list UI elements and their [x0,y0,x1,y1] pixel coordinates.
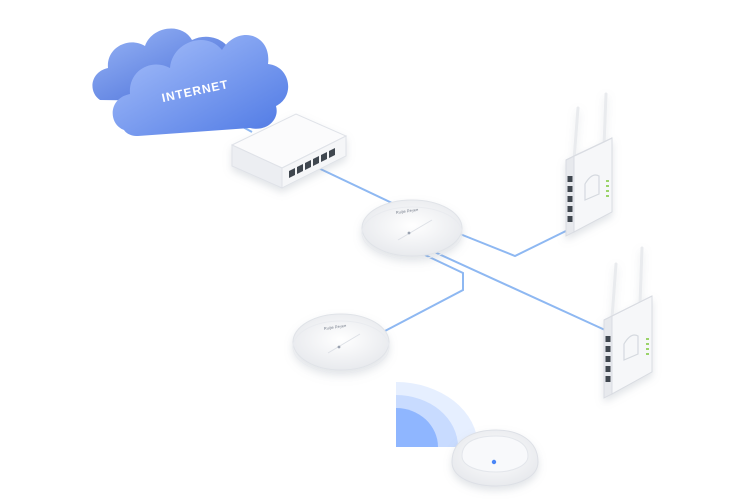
router-ports [605,336,611,382]
ceiling-access-point-icon [451,429,539,487]
antenna [638,246,644,306]
router-top-face [565,137,613,161]
router-led [606,185,609,187]
router-port [567,186,573,192]
access-point-led [337,345,341,349]
router-port [605,336,611,342]
wireless-router-icon [565,92,613,237]
cable-ap-large-to-ap-left [382,254,464,333]
access-point-brand: Ruijie Reyee [323,323,347,331]
cloud-icon: INTERNET [92,28,289,136]
cable-ap-large-to-router-top [454,227,573,258]
router-port [605,366,611,372]
switch-port [297,164,303,174]
access-point-seam [397,219,433,241]
switch-port [329,148,335,158]
network-switch-icon [230,113,348,189]
router-port [567,176,573,182]
router-led [646,338,649,340]
switch-ports [289,148,335,178]
access-point-body [292,313,390,371]
router-vent [623,334,639,361]
router-port [605,356,611,362]
wifi-signal-icon [396,382,478,447]
router-led [646,348,649,350]
router-port [605,346,611,352]
access-point-led [407,231,411,235]
router-led [606,195,609,197]
ceiling-access-point-icon: Ruijie Reyee [292,313,390,374]
router-port [567,196,573,202]
router-led [606,190,609,192]
switch-port [305,160,311,170]
router-led [606,180,609,182]
ceiling-access-point-icon: Ruijie Reyee [361,199,463,260]
wireless-router-icon [603,246,653,399]
router-led [646,353,649,355]
access-point-rim [292,320,390,374]
access-point-brand: Ruijie Reyee [395,207,419,215]
router-port [567,216,573,222]
router-port [567,206,573,212]
cable-switch-to-ap-large [311,164,393,204]
switch-port [313,156,319,166]
router-ports [567,176,573,222]
access-point-seam [327,333,361,354]
switch-port [321,152,327,162]
router-port [605,376,611,382]
cable-ap-large-to-router-bottom [429,249,606,331]
router-leds [646,338,649,355]
antenna [602,92,608,148]
antenna [610,262,618,320]
router-vent [584,174,600,201]
signal-wave-inner [396,408,438,447]
access-point-body [361,199,463,257]
antenna [572,106,580,162]
router-leds [606,180,609,197]
switch-port [289,168,295,178]
cloud-front-shape [112,35,289,136]
router-top-face [603,295,653,321]
access-point-top-plate [461,435,529,473]
access-point-rim [361,206,463,260]
router-led [646,343,649,345]
cables [207,107,606,333]
access-point-led [491,459,497,465]
